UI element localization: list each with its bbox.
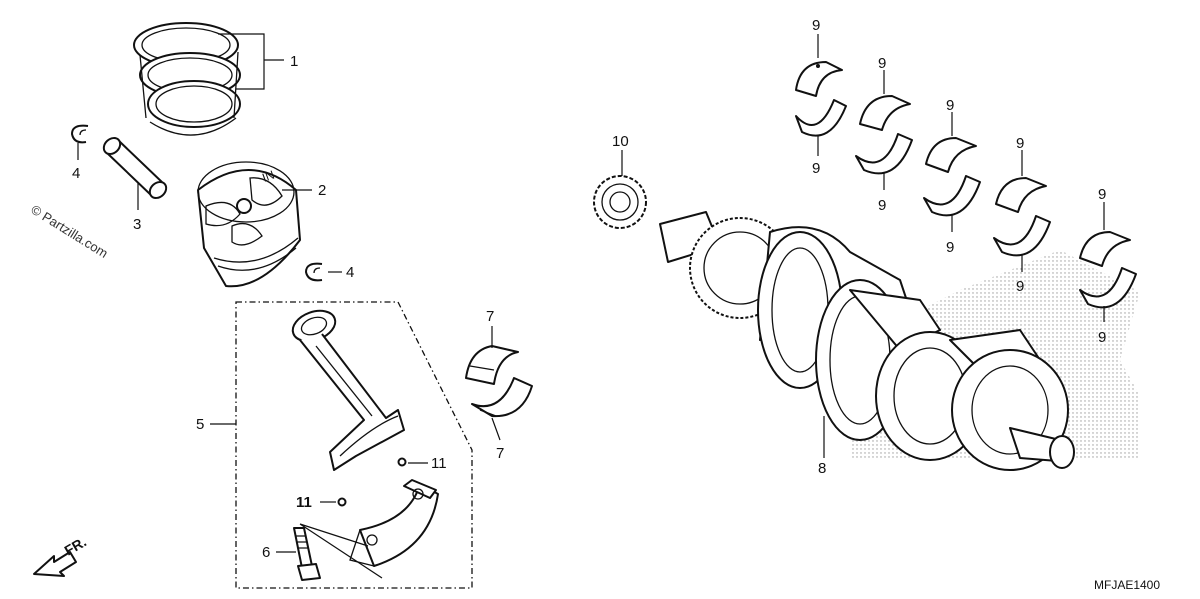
- main-bearing-2-upper: [859, 95, 911, 131]
- main-bearing-4-upper: [995, 177, 1047, 213]
- svg-text:IN: IN: [260, 168, 276, 185]
- callout-6: 6: [262, 544, 270, 561]
- callout-9-3a: 9: [946, 97, 954, 114]
- drawing-code: MFJAE1400: [1094, 578, 1160, 592]
- main-bearing-5-upper: [1079, 231, 1131, 267]
- piston-rings: [133, 22, 241, 136]
- callout-9-2b: 9: [878, 197, 886, 214]
- leader-7-lower: [491, 417, 501, 441]
- main-bearing-3-lower: [923, 175, 981, 217]
- main-bearing-5-lower: [1079, 267, 1137, 309]
- rod-bolt: [293, 523, 383, 581]
- leader-1: [218, 33, 284, 90]
- piston-pin: [102, 137, 168, 199]
- callout-11a: 11: [431, 455, 447, 472]
- dowel-pin-a: [397, 457, 407, 467]
- connecting-rod-group-box: [235, 301, 473, 589]
- callout-3: 3: [133, 216, 141, 233]
- clip-lower: [305, 262, 323, 282]
- crankshaft: [659, 211, 1140, 471]
- callout-9-4b: 9: [1016, 278, 1024, 295]
- main-bearing-4-lower: [993, 215, 1051, 257]
- dowel-pin-b: [337, 497, 347, 507]
- main-bearing-2-lower: [855, 133, 913, 175]
- callout-9-2a: 9: [878, 55, 886, 72]
- callout-4-lower: 4: [346, 264, 354, 281]
- watermark-text: © Partzilla.com: [28, 202, 110, 261]
- callout-10: 10: [612, 133, 629, 150]
- main-bearing-3-upper: [925, 137, 977, 173]
- callout-9-4a: 9: [1016, 135, 1024, 152]
- rod-bearing-lower: [471, 377, 533, 418]
- callout-9-5b: 9: [1098, 329, 1106, 346]
- callout-7-upper: 7: [486, 308, 494, 325]
- callout-5: 5: [196, 416, 204, 433]
- clip-upper: [71, 124, 89, 144]
- front-direction-arrow: [33, 551, 77, 577]
- connecting-rod: [291, 309, 405, 471]
- piston: IN: [197, 161, 301, 288]
- callout-7-lower: 7: [496, 445, 504, 462]
- rod-bearing-upper: [465, 345, 519, 385]
- callout-9-1a: 9: [812, 17, 820, 34]
- primary-gear: [593, 175, 647, 229]
- callout-2: 2: [318, 182, 326, 199]
- callout-11b: 11: [296, 494, 312, 511]
- callout-9-5a: 9: [1098, 186, 1106, 203]
- callout-1: 1: [290, 53, 298, 70]
- main-bearing-1-upper: [795, 61, 843, 97]
- callout-8: 8: [818, 460, 826, 477]
- callout-9-1b: 9: [812, 160, 820, 177]
- main-bearing-1-lower: [795, 99, 847, 137]
- rod-cap: [349, 479, 439, 567]
- callout-9-3b: 9: [946, 239, 954, 256]
- callout-4-upper: 4: [72, 165, 80, 182]
